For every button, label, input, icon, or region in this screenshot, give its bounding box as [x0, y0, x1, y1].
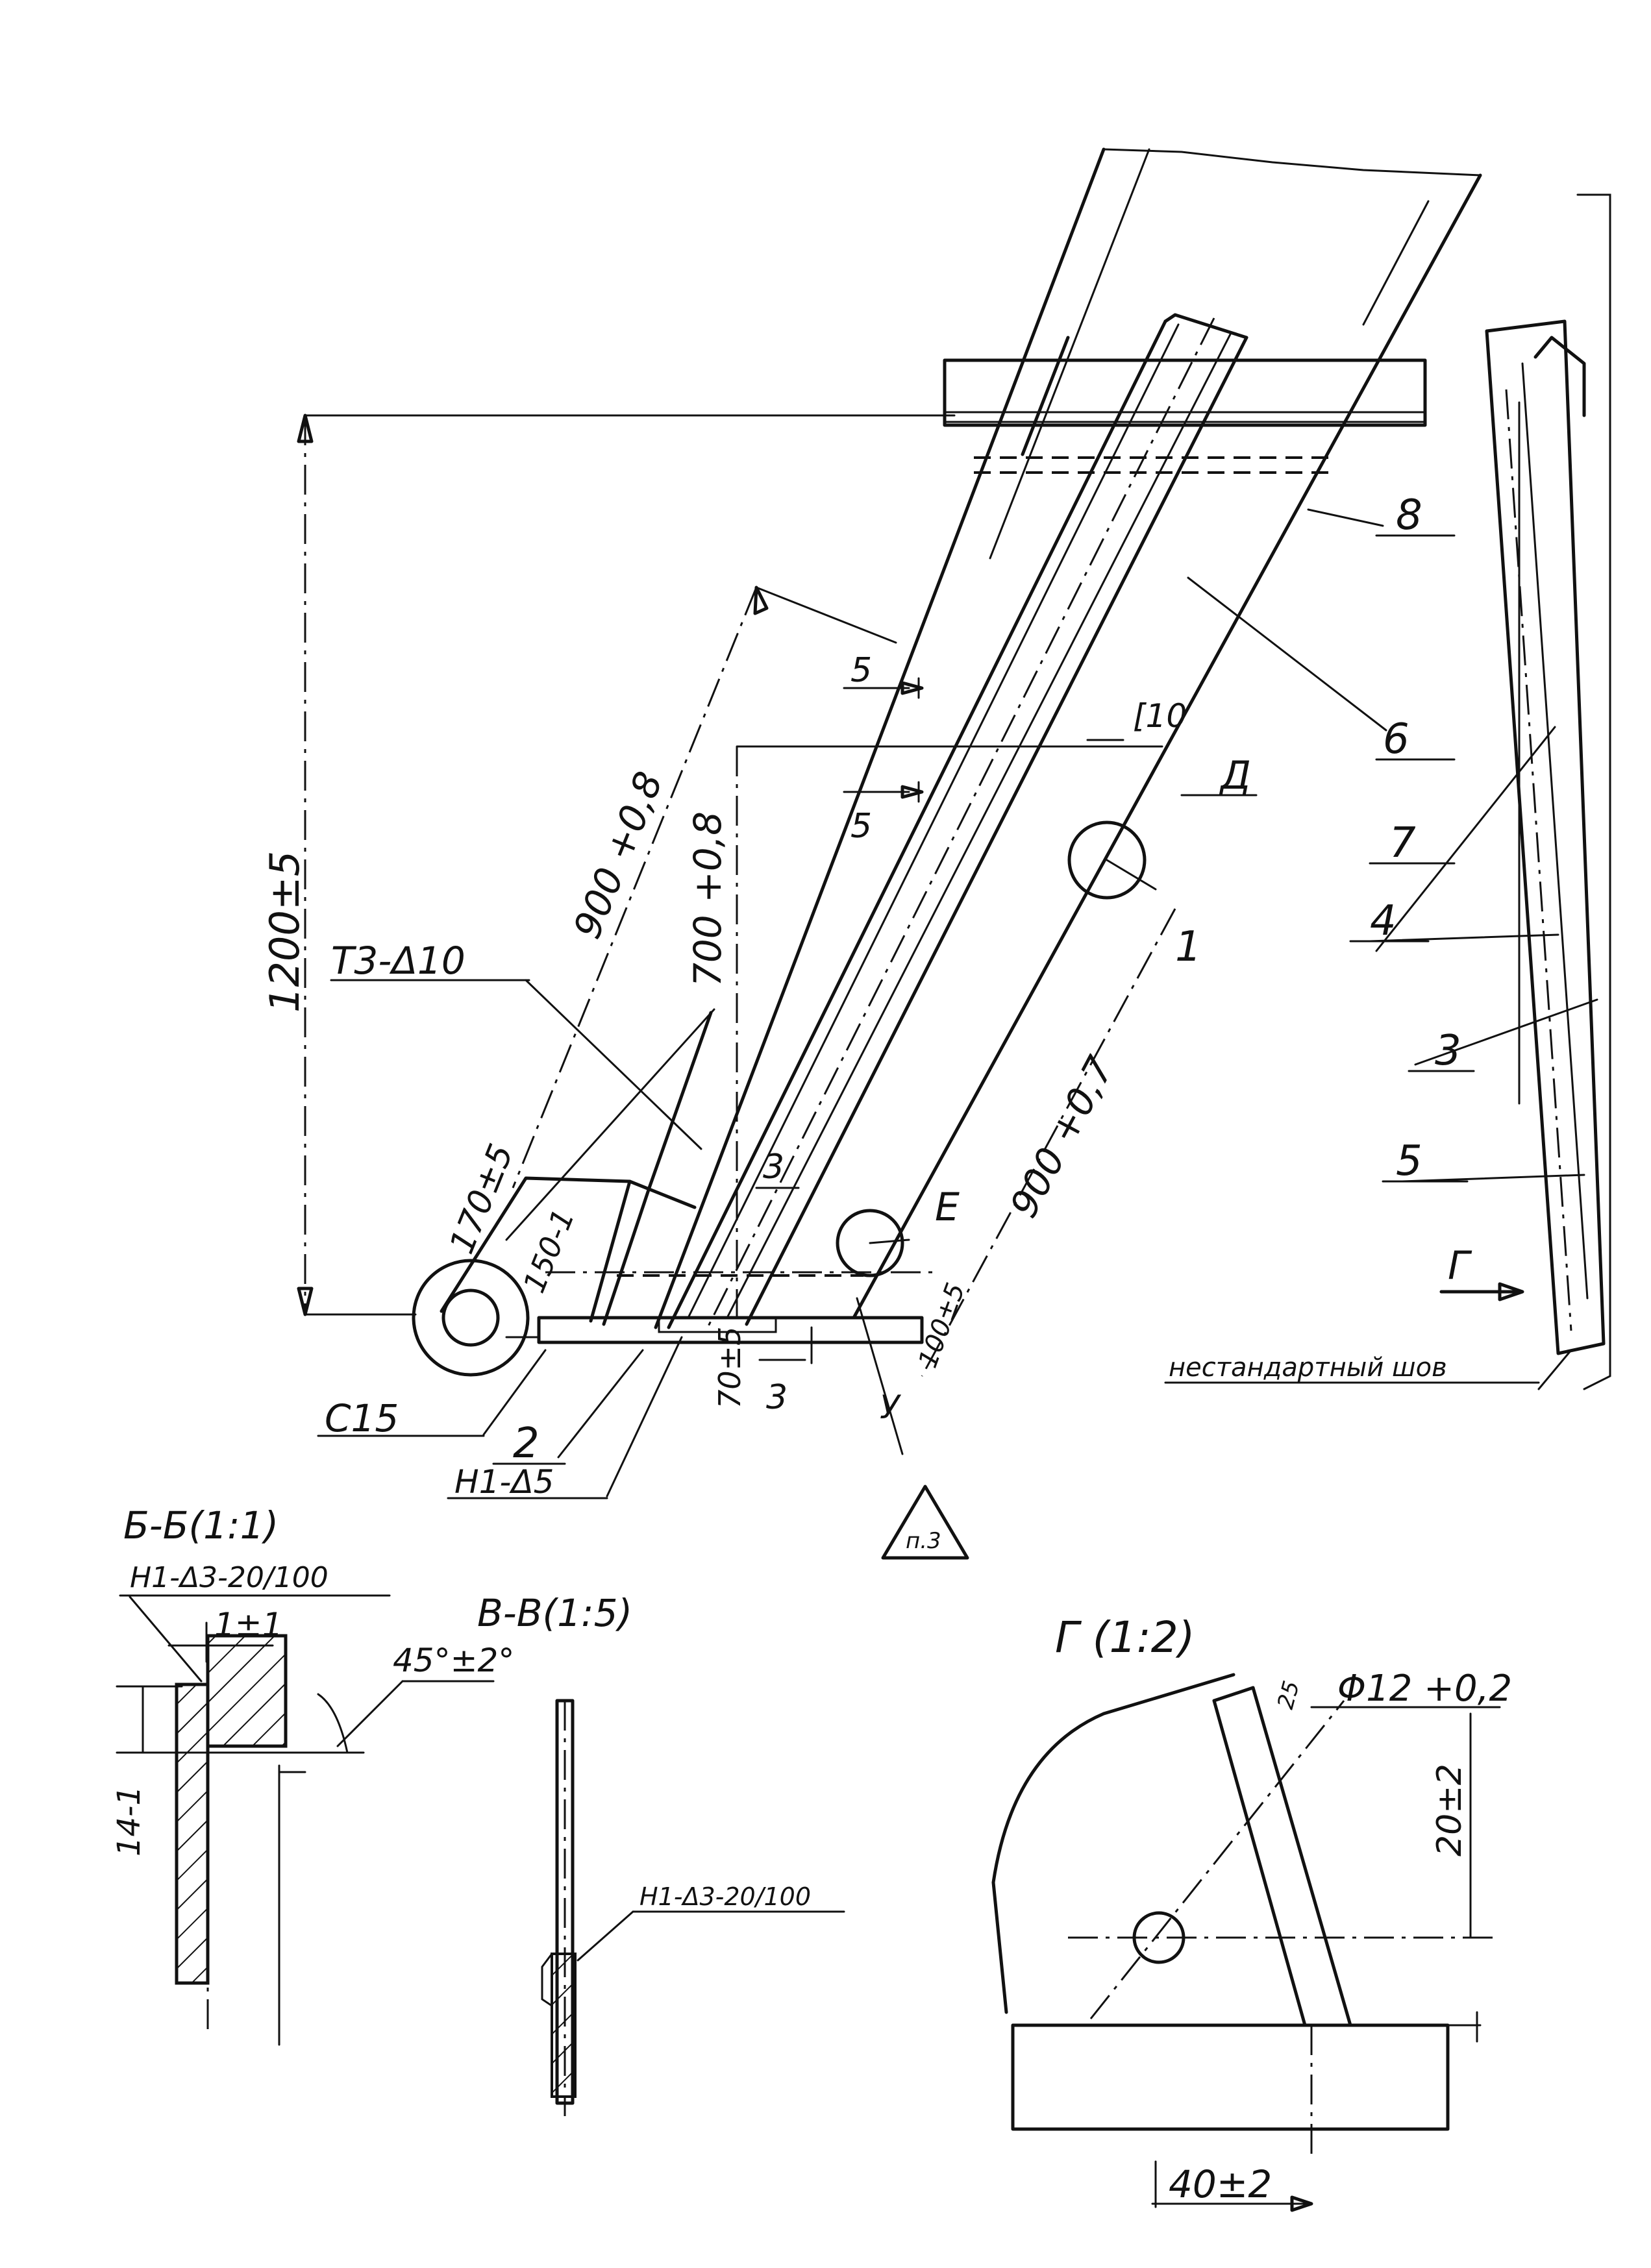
view-g-dim-20-label: 20±2	[1430, 1764, 1469, 1856]
section-5-top-label: 5	[850, 651, 872, 690]
view-g-arrow-label: Г	[1448, 1243, 1472, 1288]
callout-u-label: У	[880, 1388, 902, 1426]
dim-900-upper-label: 900 +0,8	[565, 765, 671, 944]
view-g-hole-label: Φ12 +0,2	[1337, 1668, 1512, 1710]
view-vv-title: В-В(1:5)	[477, 1591, 632, 1635]
weld-t3-label: Т3-Δ10	[331, 939, 466, 983]
part-number-1: 1	[1175, 923, 1202, 971]
view-bb-weld-label: Н1-Δ3-20/100	[130, 1561, 329, 1594]
dim-700-label: 700 +0,8	[686, 811, 730, 987]
dim-170-label: 170±5	[442, 1139, 521, 1259]
section-view-vv: В-В(1:5) Н1-Δ3-20/100	[477, 1591, 845, 2116]
view-g-dim-40-label: 40±2	[1169, 2162, 1272, 2206]
main-assembly-view	[297, 147, 1611, 1560]
weld-nonstandard-label: нестандартный шов	[1169, 1353, 1447, 1383]
view-bb-dim-14-label: 14-1	[111, 1786, 147, 1856]
note-triangle-label: п.3	[906, 1528, 941, 1554]
callout-d-label: Д	[1219, 753, 1251, 798]
dim-1200-label: 1200±5	[261, 851, 308, 1013]
dim-900-lower-label: 900 +0,7	[1001, 1049, 1123, 1224]
profile-e10-label: [10	[1133, 697, 1187, 735]
view-bb-angle-label: 45°±2°	[393, 1642, 514, 1679]
part-number-2: 2	[513, 1420, 540, 1468]
view-g-title: Г (1:2)	[1055, 1612, 1195, 1662]
part-number-6: 6	[1383, 715, 1409, 763]
callout-e-label: Е	[935, 1185, 960, 1230]
section-3-low-label: 3	[766, 1378, 788, 1417]
section-view-bb: Б-Б(1:1) Н1-Δ3-20/100 1±1 45°±2° 14-1	[111, 1503, 514, 2046]
view-g-dim-25-label: 25	[1272, 1678, 1305, 1712]
weld-h1-label: Н1-Δ5	[454, 1463, 554, 1501]
part-number-4: 4	[1370, 897, 1397, 945]
main-view-labels: 1200±5 900 +0,8 700 +0,8 900 +0,7 170±5 …	[261, 491, 1475, 1554]
detail-view-g: Г (1:2) Φ12 +0,2 25 20±2 40±2	[991, 1612, 1512, 2212]
dim-70-label: 70±5	[712, 1327, 747, 1409]
part-number-3: 3	[1435, 1027, 1461, 1075]
part-number-7: 7	[1389, 819, 1416, 867]
view-vv-weld-label: Н1-Δ3-20/100	[639, 1882, 811, 1911]
section-5-bottom-label: 5	[850, 807, 872, 846]
weld-c15-label: С15	[325, 1396, 399, 1440]
part-number-8: 8	[1396, 491, 1422, 539]
section-3-mid-label: 3	[763, 1148, 784, 1187]
part-number-5: 5	[1396, 1137, 1422, 1185]
view-bb-title: Б-Б(1:1)	[123, 1503, 279, 1547]
